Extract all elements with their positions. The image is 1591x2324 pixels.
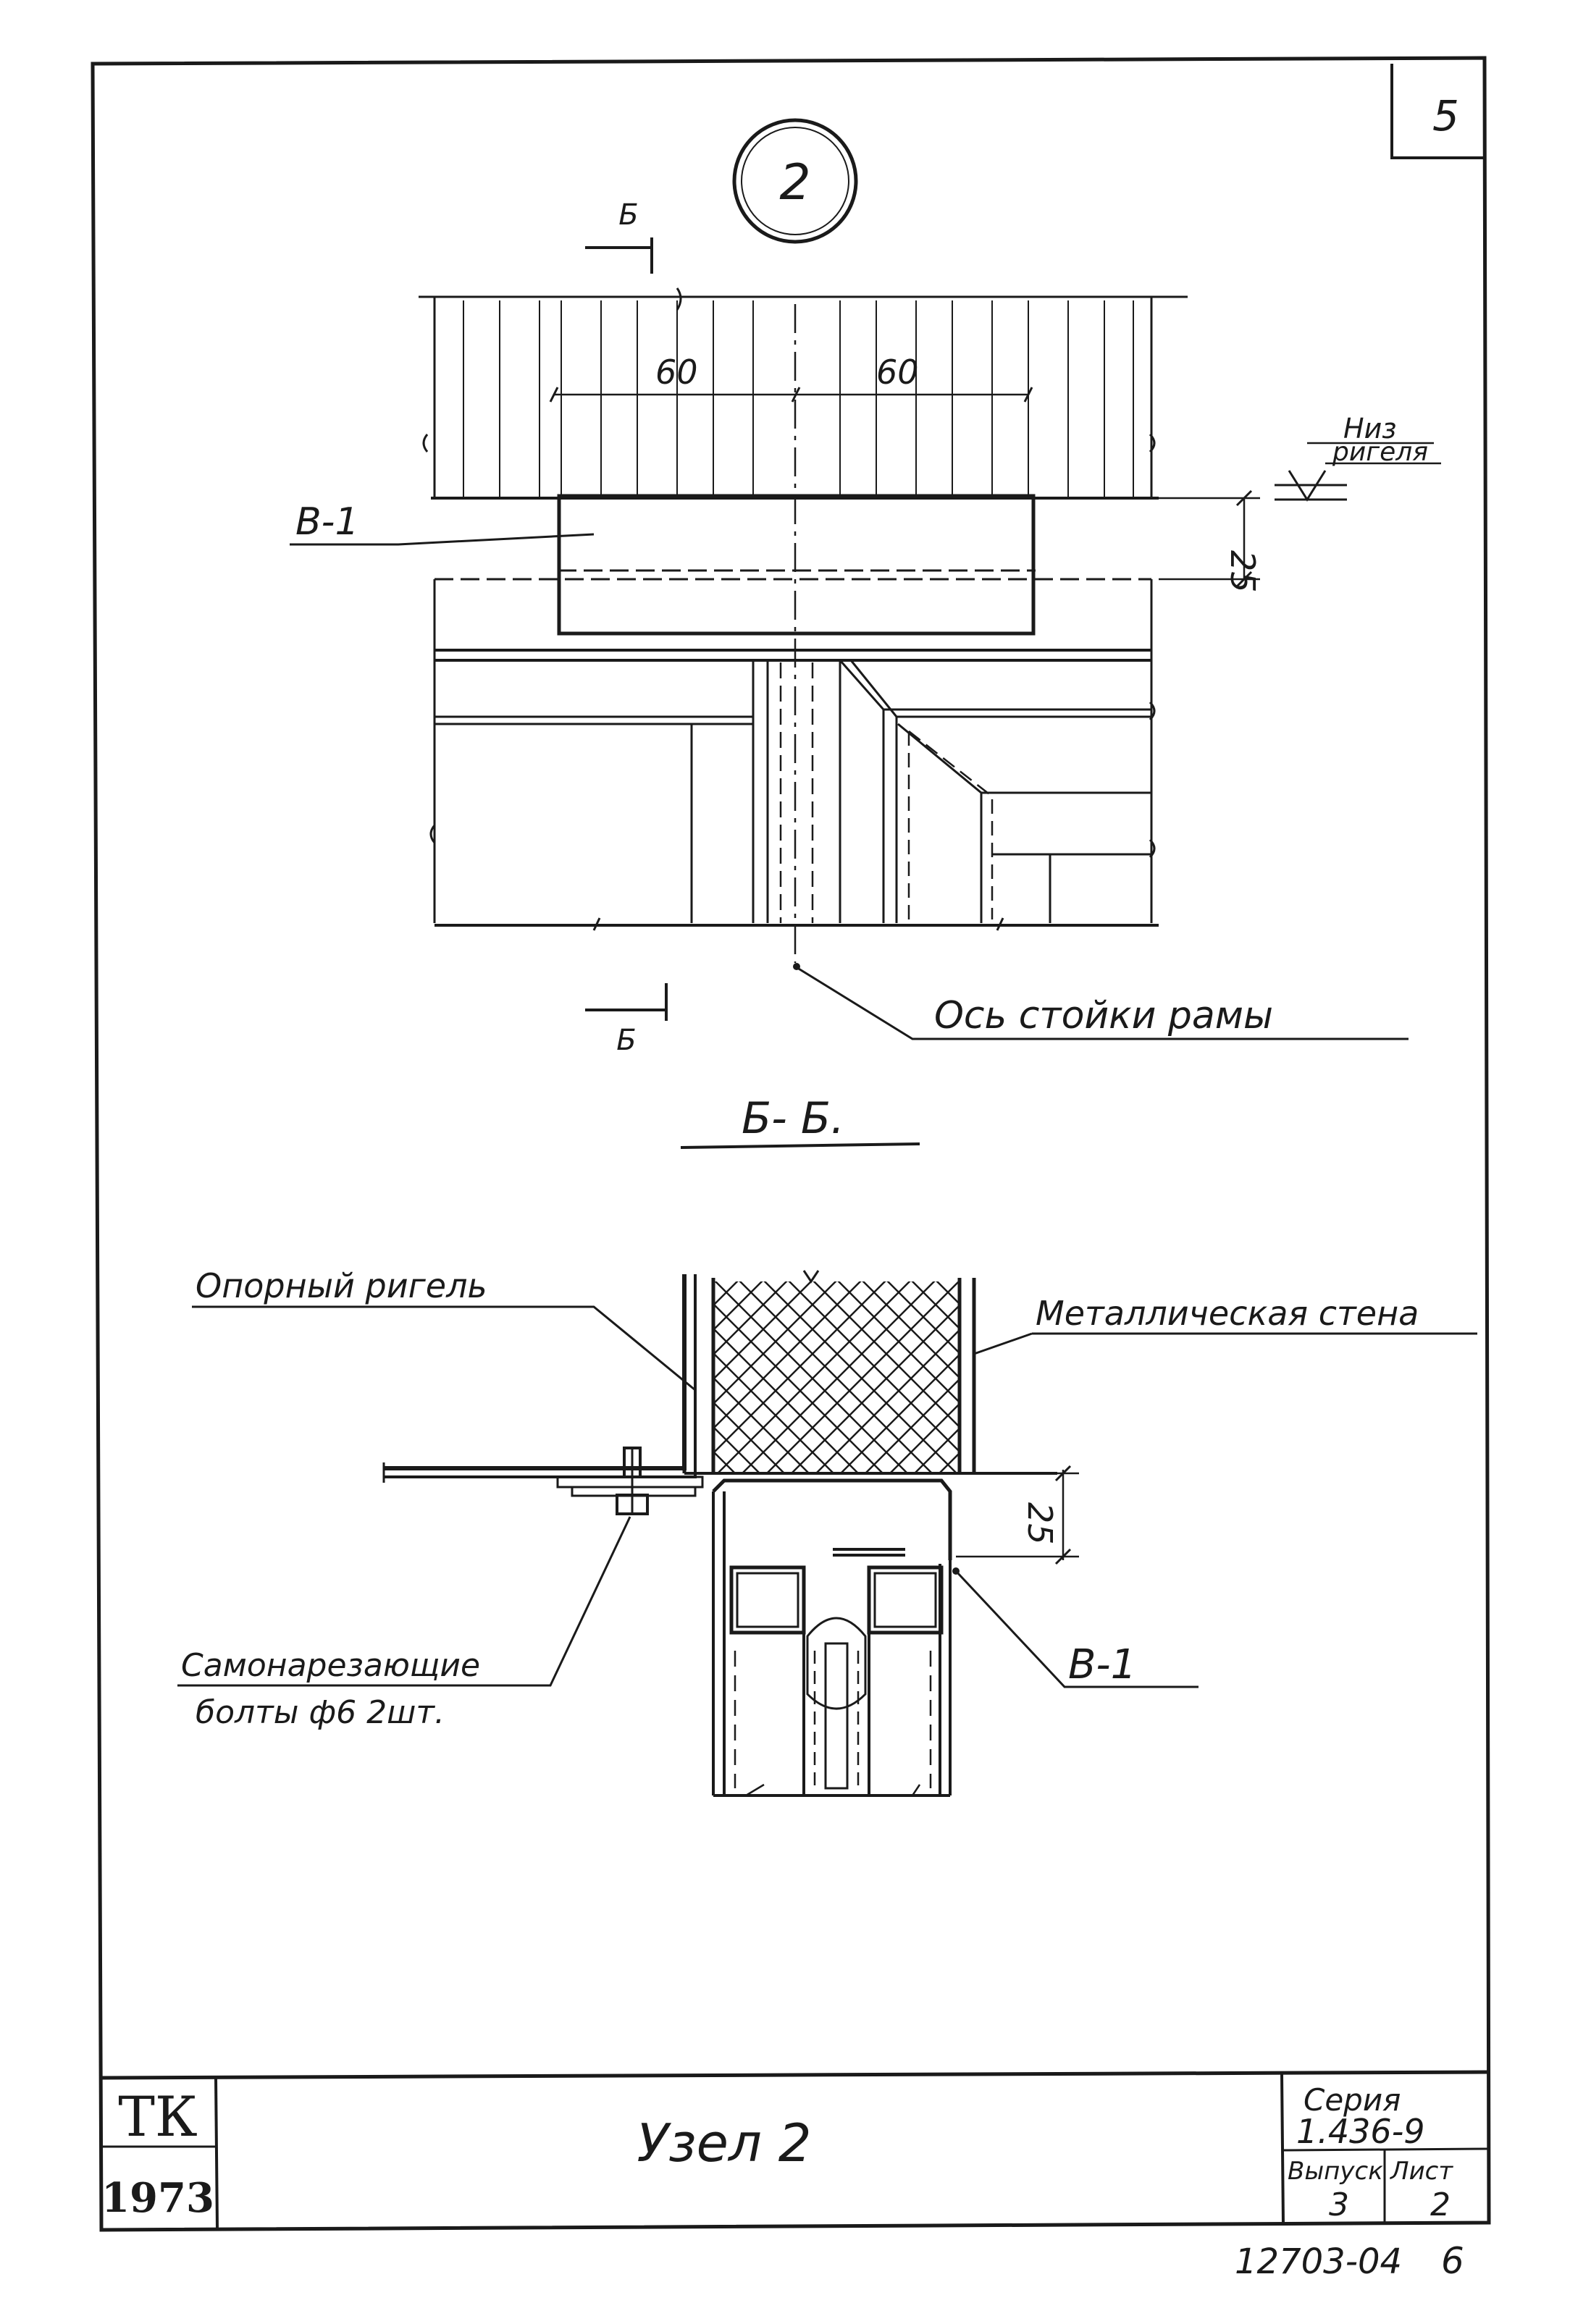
label-axis-column: Ось стойки рамы xyxy=(793,963,1409,1040)
bolt-assembly xyxy=(556,1447,704,1515)
issue-value: 3 xyxy=(1329,2186,1349,2223)
svg-text:Металлическая стена: Металлическая стена xyxy=(1036,1294,1419,1333)
section-cut-mark-bottom: Б xyxy=(585,983,668,1057)
sheet-value: 2 xyxy=(1430,2186,1451,2223)
sheet-number-box: 5 xyxy=(1390,64,1486,159)
section-title: Б- Б. xyxy=(680,1093,920,1149)
dim-right-label: 60 xyxy=(876,353,919,392)
plan-dimension-25: 25 xyxy=(1159,489,1262,593)
section-dimension-25: 25 xyxy=(956,1465,1079,1565)
section-mark-bottom-label: Б xyxy=(616,1024,636,1057)
label-self-tapping-bolts: Самонарезающие болты ф6 2шт. xyxy=(177,1516,631,1731)
label-b1-plan: В-1 xyxy=(290,500,595,546)
node-circle: 2 xyxy=(732,118,858,244)
section-cut-mark-top: Б xyxy=(585,198,653,274)
label-b1-section: В-1 xyxy=(952,1567,1199,1688)
section-title-text: Б- Б. xyxy=(742,1093,844,1144)
svg-text:Самонарезающие: Самонарезающие xyxy=(181,1647,480,1684)
svg-text:Опорный ригель: Опорный ригель xyxy=(196,1266,487,1305)
label-support-girder: Опорный ригель xyxy=(192,1266,696,1392)
plan-dimension-60-60: 60 60 xyxy=(549,353,1033,403)
inventory-number: 12703-04 xyxy=(1235,2241,1402,2282)
sheet-number: 5 xyxy=(1432,91,1459,140)
lower-frame xyxy=(429,579,1159,931)
section-mark-top-label: Б xyxy=(618,198,638,232)
svg-text:Ось стойки рамы: Ось стойки рамы xyxy=(934,994,1273,1037)
svg-text:В-1: В-1 xyxy=(295,500,359,544)
section-b1-profile xyxy=(712,1478,952,1797)
svg-text:болты ф6 2шт.: болты ф6 2шт. xyxy=(196,1694,445,1731)
plate-b1 xyxy=(435,494,1151,636)
svg-text:В-1: В-1 xyxy=(1068,1641,1136,1688)
level-mark-niz-rigelya: Низ ригеля xyxy=(1275,413,1441,502)
svg-text:ригеля: ригеля xyxy=(1332,437,1428,467)
plan-view: Б xyxy=(290,198,1441,1057)
year-label: 1973 xyxy=(101,2174,214,2222)
dim-left-label: 60 xyxy=(655,353,698,392)
issue-label: Выпуск xyxy=(1288,2157,1383,2186)
sheet-label: Лист xyxy=(1389,2157,1453,2186)
drawing-title: Узел 2 xyxy=(637,2113,811,2173)
dim-depth-label: 25 xyxy=(1223,550,1262,593)
title-block: ТК 1973 Узел 2 Серия 1.436-9 Выпуск 3 Ли… xyxy=(101,2070,1490,2282)
svg-text:Низ: Низ xyxy=(1343,413,1396,445)
series-value: 1.436-9 xyxy=(1296,2112,1425,2151)
series-label: Серия xyxy=(1304,2082,1401,2118)
node-mark: 2 xyxy=(779,154,810,211)
section-dim-depth-label: 25 xyxy=(1020,1502,1059,1545)
label-metal-wall: Металлическая стена xyxy=(973,1294,1477,1355)
wall-panel xyxy=(682,1270,976,1473)
sheet-border xyxy=(91,56,1491,2232)
org-label: ТК xyxy=(118,2084,198,2149)
section-view: 25 Опорный ригель Металлическая стена Са… xyxy=(177,1266,1477,1797)
inventory-sheet: 6 xyxy=(1441,2240,1464,2282)
